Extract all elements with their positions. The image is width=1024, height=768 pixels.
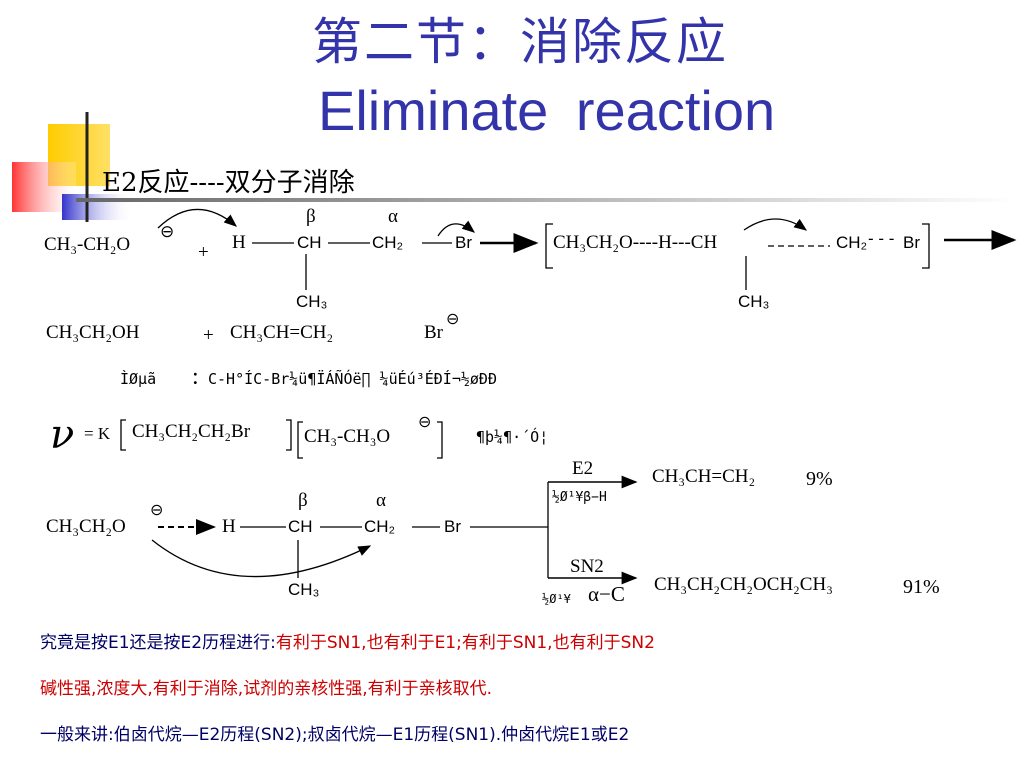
ch2-label: CH₂ [364,517,396,536]
e2-label: E2 [572,458,594,479]
e2-percent: 9% [806,468,833,490]
ts-dash-label: - - - [868,229,895,248]
ethanol-label: CH₃CH₂OH [46,322,140,343]
plus-sign: + [198,242,209,263]
rate-equals: = K [84,424,111,443]
hydrogen-label: H [222,516,236,537]
sn2-attack-label: ½Ø¹¥ [542,592,571,606]
section-heading: E2反应----双分子消除 [102,168,355,198]
propene-label: CH₃CH=CH₂ [230,322,334,343]
e2-product-label: CH₃CH=CH₂ [652,466,756,487]
minus-charge-icon: ⊖ [446,311,460,328]
base-label: CH₃-CH₃O [304,426,391,447]
bracket-icon [120,419,126,451]
methyl-label: CH₃ [288,580,320,599]
ts-ch2-label: CH₂ [836,233,868,252]
bracket-left-icon [545,223,553,269]
section-rule [76,198,1016,202]
bracket-icon [437,421,443,459]
page-subtitle: Eliminate reaction [318,79,776,142]
hydrogen-label: H [232,232,246,253]
footer-question: 究竟是按E1还是按E2历程进行: [40,633,276,653]
curved-arrow-icon [157,208,237,229]
bracket-icon [286,419,292,451]
ts-br-label: Br [903,233,920,252]
sn2-attack-target: α−C [588,582,625,606]
br-label: Br [455,233,472,252]
curved-arrow-icon [437,220,476,237]
footer-line-2: 碱性强,浓度大,有利于消除,试剂的亲核性强,有利于亲核取代. [40,679,493,699]
ch2-label: CH₂ [372,233,404,252]
note-prefix: ÌØµã [120,370,157,388]
ts-methyl-label: CH₃ [738,292,770,311]
br-label: Br [444,517,461,536]
rate-order-label: ¶þ¼¶·´Ó¦ [476,428,549,446]
footer-line-1: 究竟是按E1还是按E2历程进行:有利于SN1,也有利于E1;有利于SN1,也有利… [40,628,655,653]
alpha-label: α [376,490,386,511]
alpha-label: α [388,206,398,227]
note-colon: : [192,364,199,390]
sn2-label: SN2 [570,556,604,577]
note-text: C-H°ÍC-Br¼ü¶ÏÁÑÓë∏ ¼üÉú³ÉÐ­Í¬½øÐÐ [208,370,497,388]
footer-answer: 有利于SN1,也有利于E1;有利于SN1,也有利于SN2 [275,633,655,653]
minus-charge-icon: ⊖ [160,222,175,241]
minus-charge-icon: ⊖ [150,502,164,519]
methyl-label: CH₃ [296,292,328,311]
footer-line-3: 一般来讲:伯卤代烷—E2历程(SN2);叔卤代烷—E1历程(SN1).仲卤代烷E… [40,725,630,745]
ethoxide-label: CH₃-CH₂O [44,234,131,255]
ethoxide-label: CH₃CH₂O [46,516,126,537]
sn2-percent: 91% [903,576,940,598]
curved-arrow-icon [743,218,808,231]
beta-label: β [306,206,316,227]
transition-state-label: CH₃CH₂O----H---CH [553,232,718,253]
ch-label: CH [297,233,322,252]
substrate-label: CH₃CH₂CH₂Br [132,421,251,442]
curved-arrow-icon [151,539,372,578]
plus-sign: + [203,325,214,346]
bracket-right-icon [922,223,930,269]
minus-charge-icon: ⊖ [418,414,432,431]
beta-label: β [298,490,308,511]
bracket-icon [297,421,303,459]
bromide-label: Br [424,322,443,343]
page-title: 第二节：消除反应 [312,13,728,71]
rate-symbol: ν [50,412,75,458]
sn2-product-label: CH₃CH₂CH₂OCH₂CH₃ [654,574,833,595]
ch-label: CH [288,517,313,536]
e2-attack-label: ½Ø¹¥β−H [552,490,607,505]
